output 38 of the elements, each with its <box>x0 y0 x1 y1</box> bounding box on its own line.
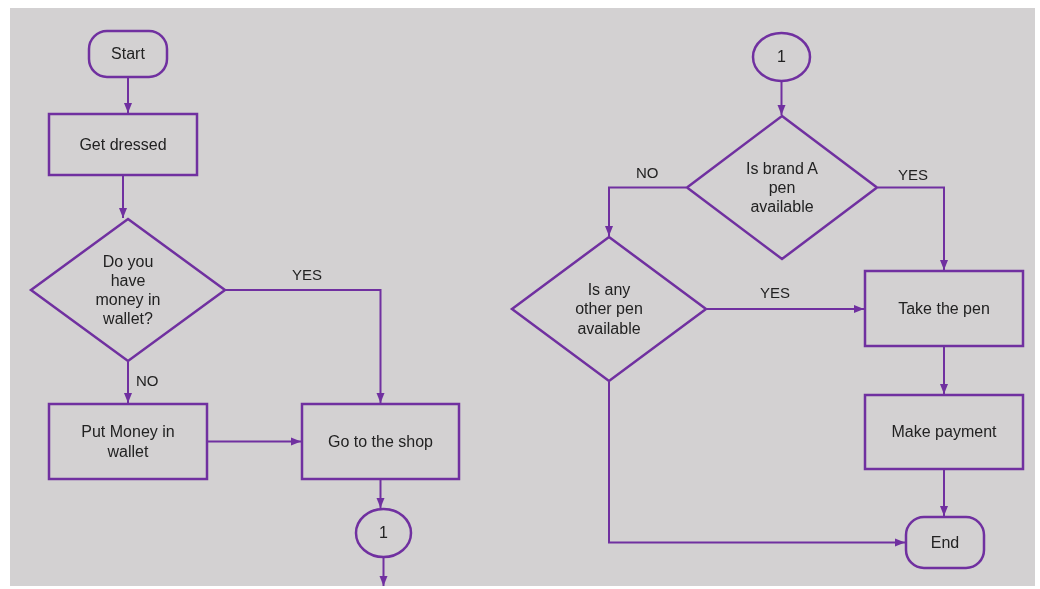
arrow <box>605 186 687 237</box>
node-label: Start <box>111 44 145 64</box>
process-box <box>864 394 1024 470</box>
arrow <box>207 437 302 446</box>
decision-diamond <box>30 218 226 362</box>
node-label: Get dressed <box>79 134 167 155</box>
node-label: End <box>930 532 960 553</box>
decision-diamond <box>686 115 878 260</box>
node-label: Go to the shop <box>328 431 433 452</box>
node-label: Is brand A pen available <box>744 158 819 217</box>
connector-circle <box>752 32 811 82</box>
connector-circle <box>355 508 412 558</box>
process-box <box>301 403 460 480</box>
arrow <box>124 361 132 404</box>
arrow <box>940 469 948 517</box>
node-label: Take the pen <box>898 298 990 319</box>
arrow <box>877 186 948 271</box>
node-label: Do you have money in wallet? <box>94 251 162 329</box>
process-box <box>48 113 198 176</box>
arrow <box>706 305 865 313</box>
terminal-shape <box>88 30 168 78</box>
arrow <box>940 346 948 395</box>
arrow <box>777 81 786 116</box>
terminal-shape <box>905 516 985 569</box>
arrow <box>379 557 388 587</box>
node-label: Put Money in wallet <box>80 422 176 461</box>
node-label: 1 <box>777 47 786 67</box>
arrow <box>124 77 132 114</box>
node-label: Is any other pen available <box>574 280 644 338</box>
node-label: Make payment <box>891 422 997 442</box>
process-box <box>864 270 1024 347</box>
arrow <box>225 289 385 404</box>
arrow <box>376 479 385 509</box>
process-box <box>48 403 208 480</box>
decision-diamond <box>511 236 707 382</box>
arrow <box>119 175 127 219</box>
arrow <box>608 381 906 547</box>
node-label: 1 <box>379 523 388 543</box>
